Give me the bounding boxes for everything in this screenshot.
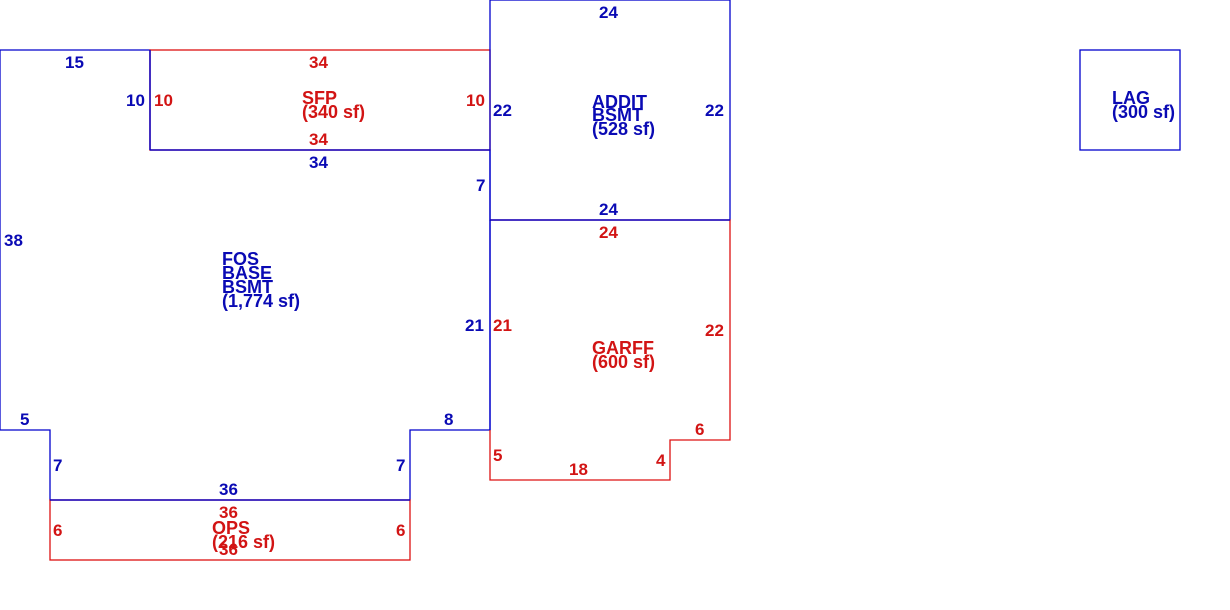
dim-main-right-lower: 21 bbox=[465, 316, 484, 335]
dim-garage-bottom: 18 bbox=[569, 460, 588, 479]
dim-porch-bottom: 36 bbox=[219, 540, 238, 559]
dim-addit-left: 22 bbox=[493, 101, 512, 120]
sfp-area-label: SFP (340 sf) bbox=[302, 88, 365, 122]
dim-main-lower-right: 7 bbox=[396, 456, 405, 475]
dim-addit-right: 22 bbox=[705, 101, 724, 120]
dim-main-notch-left: 10 bbox=[126, 91, 145, 110]
dim-porch-right: 6 bbox=[396, 521, 405, 540]
dim-sfp-bottom: 34 bbox=[309, 130, 328, 149]
dim-sfp-top: 34 bbox=[309, 53, 328, 72]
dim-garage-top: 24 bbox=[599, 223, 618, 242]
dim-garage-lower-left: 5 bbox=[493, 446, 502, 465]
lag-outline bbox=[1079, 49, 1181, 151]
dim-main-bottom-right-step: 8 bbox=[444, 410, 453, 429]
dim-sfp-right: 10 bbox=[466, 91, 485, 110]
garage-area-label: GARFF (600 sf) bbox=[592, 338, 659, 372]
addit-area-label: ADDIT BSMT (528 sf) bbox=[592, 92, 655, 139]
dim-garage-step-side: 4 bbox=[656, 451, 666, 470]
dim-porch-top: 36 bbox=[219, 503, 238, 522]
dim-main-top-left: 15 bbox=[65, 53, 84, 72]
dim-sfp-left: 10 bbox=[154, 91, 173, 110]
dim-main-notch-bottom: 34 bbox=[309, 153, 328, 172]
dim-garage-right: 22 bbox=[705, 321, 724, 340]
dim-garage-step-top: 6 bbox=[695, 420, 704, 439]
lag-area-label: LAG (300 sf) bbox=[1112, 88, 1175, 122]
dim-addit-bottom: 24 bbox=[599, 200, 618, 219]
dim-addit-top: 24 bbox=[599, 3, 618, 22]
dim-main-right-upper: 7 bbox=[476, 176, 485, 195]
dim-main-lower-left: 7 bbox=[53, 456, 62, 475]
main-area-label: FOS BASE BSMT (1,774 sf) bbox=[222, 249, 300, 311]
dim-porch-left: 6 bbox=[53, 521, 62, 540]
dim-main-bottom-left-step: 5 bbox=[20, 410, 29, 429]
dim-main-left: 38 bbox=[4, 231, 23, 250]
dim-main-bottom: 36 bbox=[219, 480, 238, 499]
dim-garage-left: 21 bbox=[493, 316, 512, 335]
porch-area-label: OPS (216 sf) bbox=[212, 518, 275, 552]
